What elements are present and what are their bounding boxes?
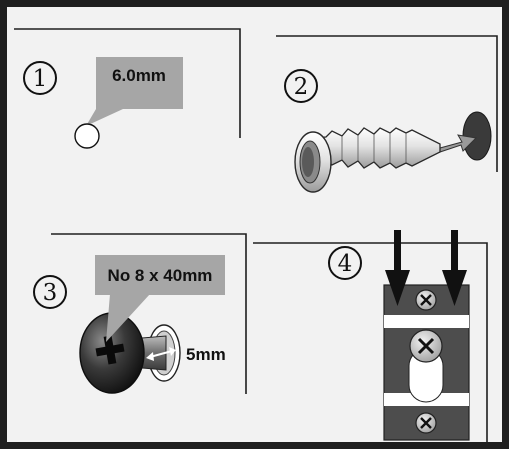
step-4-panel: 4 <box>253 230 488 442</box>
step-2-number-icon: 2 <box>284 69 318 103</box>
bracket-screw-icon <box>415 412 437 434</box>
step-2-panel: 2 <box>276 35 498 193</box>
screw-icon <box>79 312 181 394</box>
drill-size-callout: 6.0mm <box>86 57 183 126</box>
screw-spec-label: No 8 x 40mm <box>108 266 213 285</box>
step-1-number-icon: 1 <box>23 61 57 95</box>
bracket-plate-icon <box>383 284 470 441</box>
step-4-border <box>253 242 488 442</box>
step-3-panel: 3 No 8 x 40mm 5mm <box>33 233 247 394</box>
drill-hole-circle-icon <box>74 123 100 149</box>
step-1-border <box>14 28 241 138</box>
bracket-screw-icon <box>409 329 443 363</box>
step-3-number-icon: 3 <box>33 275 67 309</box>
step-4-number: 4 <box>338 251 353 277</box>
bracket-screw-icon <box>415 289 437 311</box>
drill-size-label: 6.0mm <box>112 66 166 85</box>
step-1-panel: 1 6.0mm <box>14 28 241 149</box>
step-3-border <box>51 233 247 394</box>
callout-screw-spec: No 8 x 40mm <box>95 255 225 342</box>
down-arrow-left-icon <box>385 230 410 306</box>
step-2-border <box>276 35 498 172</box>
wall-plug-icon <box>294 111 492 193</box>
down-arrow-right-icon <box>442 230 467 306</box>
step-3-number: 3 <box>43 280 58 306</box>
instruction-diagram: 1 6.0mm 2 <box>14 28 498 442</box>
step-4-number-icon: 4 <box>328 246 362 280</box>
depth-dimension-label: 5mm <box>186 345 226 364</box>
double-arrow-icon <box>146 347 176 361</box>
step-2-number: 2 <box>294 74 309 100</box>
step-1-number: 1 <box>33 66 48 92</box>
